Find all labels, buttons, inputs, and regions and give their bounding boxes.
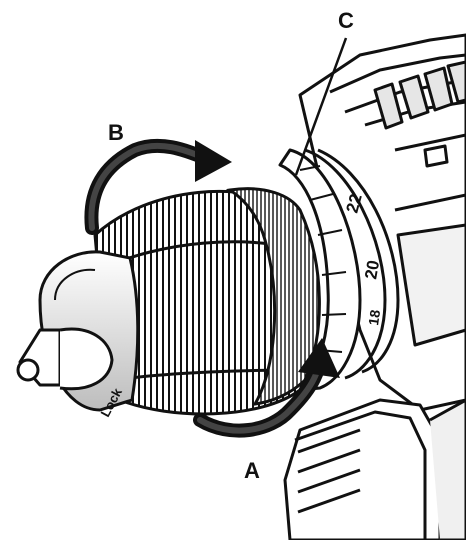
label-b: B [108,120,124,145]
drill-handle [283,398,466,540]
rotation-arrow-b [84,138,232,235]
chuck-collar-ring [225,187,321,406]
collar-number-18: 18 [365,309,383,327]
collar-number-20: 20 [361,259,383,281]
collar-number-22: 22 [343,192,366,215]
leader-line-c [294,37,348,176]
label-c: C [338,8,354,33]
chuck-nose [16,250,140,412]
rotation-arrow-a [193,338,340,438]
label-a: A [244,458,260,483]
